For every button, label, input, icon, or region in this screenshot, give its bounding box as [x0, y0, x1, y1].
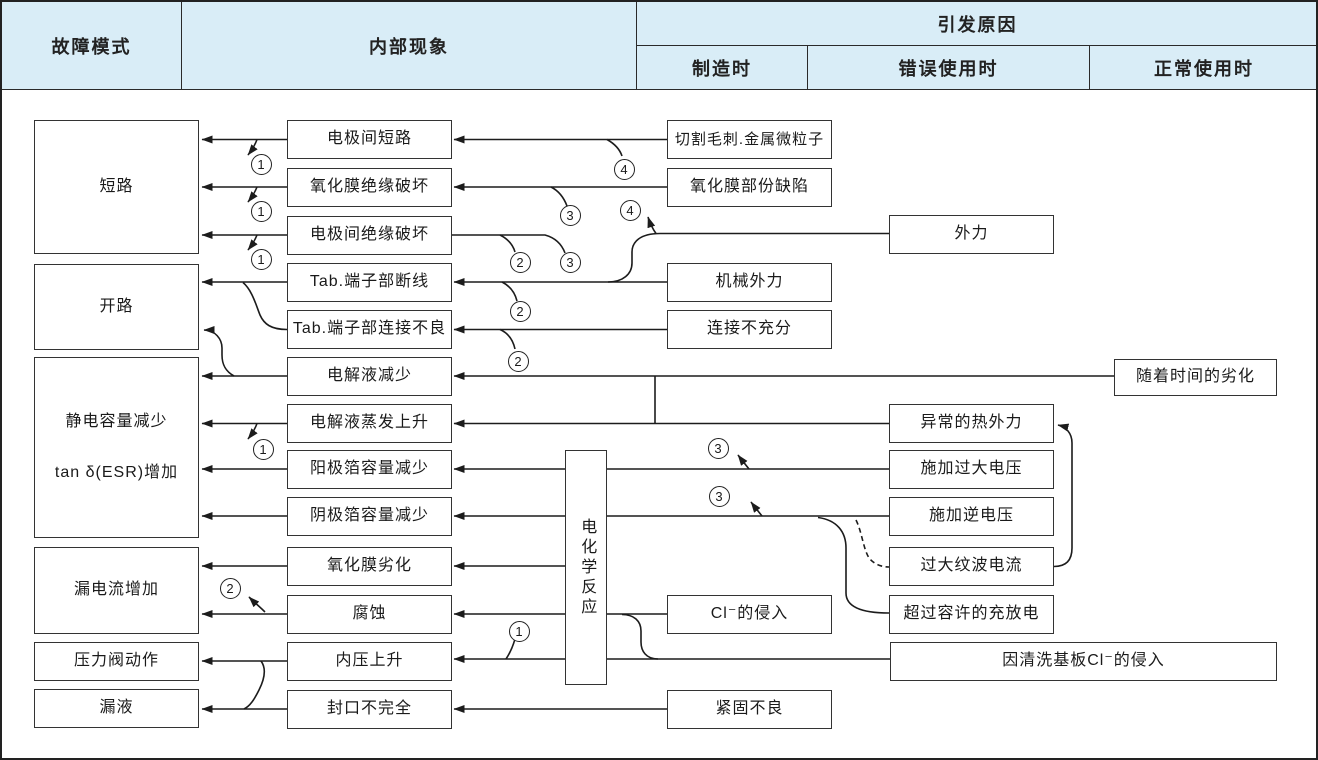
phenomenon-incomplete-sealing-box: 封口不完全: [287, 689, 452, 729]
phenomenon-tab-poor-contact-box: Tab.端子部连接不良: [287, 310, 452, 349]
dashed-ripple-link: [855, 519, 890, 568]
phenomenon-tab-wire-break-box: Tab.端子部断线: [287, 262, 452, 302]
header-internal-phenomenon: 内部现象: [182, 2, 637, 90]
phenomenon-insulation-breakdown-box: 电极间绝缘破坏: [287, 215, 452, 255]
fault-leakage-current-box: 漏电流增加: [34, 547, 199, 634]
arrow-4-external-force: [647, 216, 657, 234]
fault-open-circuit-box: 开路: [34, 264, 199, 350]
electrochemical-reaction-label: 电化学反应: [578, 517, 596, 618]
phenomenon-evaporation-box: 电解液蒸发上升: [287, 404, 452, 443]
tick-2-row3: [499, 234, 516, 253]
cause-cl-intrusion-box: Cl⁻的侵入: [667, 594, 832, 634]
arrow-2-corrosion: [248, 596, 266, 613]
line-external-force-merge: [607, 232, 889, 283]
cause-board-cleaning-cl-box: 因清洗基板Cl⁻的侵入: [890, 641, 1277, 681]
phenomenon-oxide-degradation-box: 氧化膜劣化: [287, 546, 452, 586]
tick-1-cleaning-cl: [505, 638, 516, 660]
connector-2-marker: 2: [509, 251, 531, 273]
header-bottom-divider: [2, 88, 1316, 90]
cause-poor-tightening-box: 紧固不良: [667, 689, 832, 729]
connector-3-marker: 3: [559, 251, 581, 273]
phenomenon-anode-foil-box: 阳极箔容量减少: [287, 449, 452, 489]
branch-pressure-to-leak: [243, 660, 266, 710]
arrow-3-overvoltage: [737, 454, 750, 470]
curve-overcharge-merge: [817, 516, 890, 614]
cause-insufficient-connection-box: 连接不充分: [667, 310, 832, 349]
connector-2-marker: 2: [219, 577, 241, 599]
connector-1-marker: 1: [508, 620, 530, 642]
arrow-3-reverse-voltage: [750, 501, 763, 517]
cause-reverse-voltage-box: 施加逆电压: [889, 496, 1054, 536]
electrochemical-reaction-box: 电化学反应: [565, 450, 607, 685]
fault-pressure-valve-box: 压力阀动作: [34, 642, 199, 681]
phenomenon-cathode-foil-box: 阴极箔容量减少: [287, 496, 452, 536]
tick-2-row4: [501, 281, 518, 302]
connector-3-marker: 3: [559, 204, 581, 226]
connector-4-marker: 4: [619, 199, 641, 221]
fault-liquid-leak-box: 漏液: [34, 689, 199, 728]
connector-1-marker: 1: [250, 200, 272, 222]
phenomenon-corrosion-box: 腐蚀: [287, 594, 452, 634]
tick-1-row3: [247, 234, 258, 251]
connector-1-marker: 1: [250, 248, 272, 270]
cause-aging-box: 随着时间的劣化: [1114, 358, 1277, 396]
cause-abnormal-heat-box: 异常的热外力: [889, 404, 1054, 443]
curve-cleaning-cl-merge: [621, 613, 659, 660]
connector-3-marker: 3: [708, 485, 730, 507]
cause-mechanical-force-box: 机械外力: [667, 262, 832, 302]
fault-short-circuit-box: 短路: [34, 120, 199, 254]
connector-1-marker: 1: [250, 153, 272, 175]
fault-esr-label: tan δ(ESR)增加: [54, 463, 179, 481]
line-row3-right-stub: [452, 234, 566, 254]
tick-1-row2: [247, 186, 258, 203]
header-cause: 引发原因: [637, 2, 1316, 46]
cause-ripple-current-box: 过大纹波电流: [889, 547, 1054, 586]
header-fault-mode: 故障模式: [2, 2, 182, 90]
header-cause-manufacturing: 制造时: [637, 46, 808, 90]
curve-ripple-to-heat: [1053, 423, 1073, 568]
connector-3-marker: 3: [707, 437, 729, 459]
branch-electrolyte-to-open: [203, 326, 235, 377]
fault-capacitance-label: 静电容量减少: [65, 413, 168, 431]
tick-2-row5: [499, 328, 516, 350]
cause-overvoltage-box: 施加过大电压: [889, 449, 1054, 489]
tick-1-row7: [247, 423, 258, 440]
tick-1-row1: [247, 139, 258, 156]
tick-4-row1: [606, 138, 623, 157]
cause-overcharge-box: 超过容许的充放电: [889, 594, 1054, 634]
phenomenon-oxide-breakdown-box: 氧化膜绝缘破坏: [287, 167, 452, 207]
connector-2-marker: 2: [509, 300, 531, 322]
phenomenon-electrolyte-decrease-box: 电解液减少: [287, 356, 452, 396]
tick-3-row2: [550, 186, 568, 207]
header-cause-normal-use: 正常使用时: [1090, 46, 1316, 90]
cause-external-force-box: 外力: [889, 214, 1054, 254]
curve-tab-contact-merge: [242, 281, 288, 331]
fault-capacitance-box: 静电容量减少 tan δ(ESR)增加: [34, 357, 199, 538]
connector-2-marker: 2: [507, 350, 529, 372]
header-cause-misuse: 错误使用时: [808, 46, 1090, 90]
phenomenon-internal-pressure-box: 内压上升: [287, 641, 452, 681]
cause-cutting-burr-box: 切割毛刺.金属微粒子: [667, 120, 832, 159]
phenomenon-electrode-short-box: 电极间短路: [287, 120, 452, 159]
connector-4-marker: 4: [613, 158, 635, 180]
cause-oxide-defect-box: 氧化膜部份缺陷: [667, 167, 832, 207]
connector-1-marker: 1: [252, 438, 274, 460]
